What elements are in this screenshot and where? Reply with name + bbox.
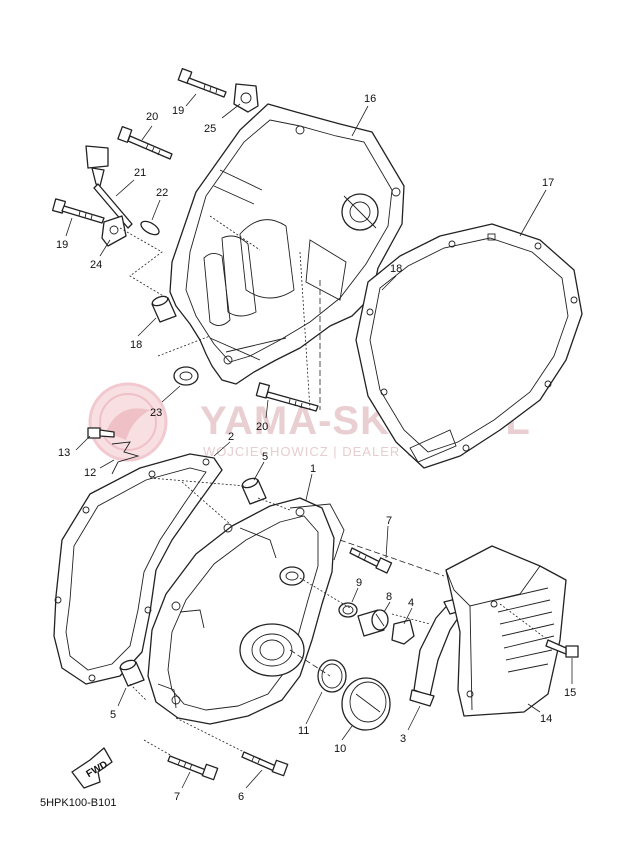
part-19-bolt-left[interactable] <box>51 198 105 224</box>
part-1-crankcase-cover[interactable] <box>147 497 345 725</box>
part-5-dowel-pin-lower[interactable] <box>119 659 145 687</box>
part-10-plug[interactable] <box>341 677 391 731</box>
callout-13: 13 <box>58 447 70 459</box>
callout-20: 20 <box>146 111 158 123</box>
callout-23: 23 <box>150 407 162 419</box>
dealer-logo-icon <box>88 382 168 462</box>
callout-3: 3 <box>400 733 406 745</box>
part-14-cover[interactable] <box>445 545 567 717</box>
callout-8: 8 <box>386 591 392 603</box>
part-7-bolt-lower[interactable] <box>167 755 219 781</box>
part-9-o-ring[interactable] <box>338 602 358 618</box>
part-5-dowel-pin-upper[interactable] <box>241 477 267 505</box>
diagram-code: 5HPK100-B101 <box>40 797 116 809</box>
callout-18-left: 18 <box>130 339 142 351</box>
part-19-bolt-top[interactable] <box>177 68 227 98</box>
part-12-spring-clip[interactable] <box>111 441 140 475</box>
callout-22: 22 <box>156 187 168 199</box>
part-20-bolt-lower[interactable] <box>255 382 319 412</box>
leader-lines <box>65 93 573 789</box>
part-8-plug[interactable] <box>357 609 389 637</box>
callout-7-upper: 7 <box>386 515 392 527</box>
callouts: 19 25 16 20 21 22 19 24 17 18 18 23 20 1… <box>56 93 576 803</box>
alignment-lines <box>119 215 549 757</box>
callout-16: 16 <box>364 93 376 105</box>
callout-10: 10 <box>334 743 346 755</box>
callout-9: 9 <box>356 577 362 589</box>
callout-17: 17 <box>542 177 554 189</box>
part-6-bolt[interactable] <box>241 751 289 777</box>
part-11-o-ring[interactable] <box>317 659 347 693</box>
callout-21: 21 <box>134 167 146 179</box>
callout-19-left: 19 <box>56 239 68 251</box>
callout-14: 14 <box>540 713 552 725</box>
part-20-bolt-upper[interactable] <box>117 126 173 160</box>
part-16-crankcase-cover[interactable] <box>169 103 405 385</box>
callout-5-upper: 5 <box>262 451 268 463</box>
fwd-arrow-icon: FWD <box>71 747 113 789</box>
part-22-o-ring[interactable] <box>139 219 161 238</box>
callout-4: 4 <box>408 597 414 609</box>
part-23-oil-seal[interactable] <box>173 366 199 386</box>
part-13-bolt[interactable] <box>87 427 115 439</box>
part-17-gasket[interactable] <box>355 223 583 469</box>
callout-25: 25 <box>204 123 216 135</box>
callout-2: 2 <box>228 431 234 443</box>
part-25-clamp[interactable] <box>233 83 259 113</box>
callout-18-right: 18 <box>390 263 402 275</box>
callout-11: 11 <box>298 725 309 737</box>
callout-20-lower: 20 <box>256 421 268 433</box>
callout-7-lower: 7 <box>174 791 180 803</box>
part-4-holder[interactable] <box>391 619 415 645</box>
watermark-subtitle: WOJCIECHOWICZ | DEALER YAMAHA <box>203 444 465 459</box>
part-24-clamp[interactable] <box>101 215 127 247</box>
callout-12: 12 <box>84 467 96 479</box>
part-7-bolt-upper[interactable] <box>349 547 393 574</box>
part-2-gasket[interactable] <box>53 453 223 685</box>
callout-19: 19 <box>172 105 184 117</box>
callout-5-lower: 5 <box>110 709 116 721</box>
part-15-bolt[interactable] <box>545 639 579 658</box>
part-18-dowel-pin-left[interactable] <box>151 295 177 323</box>
callout-15: 15 <box>564 687 576 699</box>
callout-6: 6 <box>238 791 244 803</box>
callout-1: 1 <box>310 463 316 475</box>
callout-24: 24 <box>90 259 102 271</box>
